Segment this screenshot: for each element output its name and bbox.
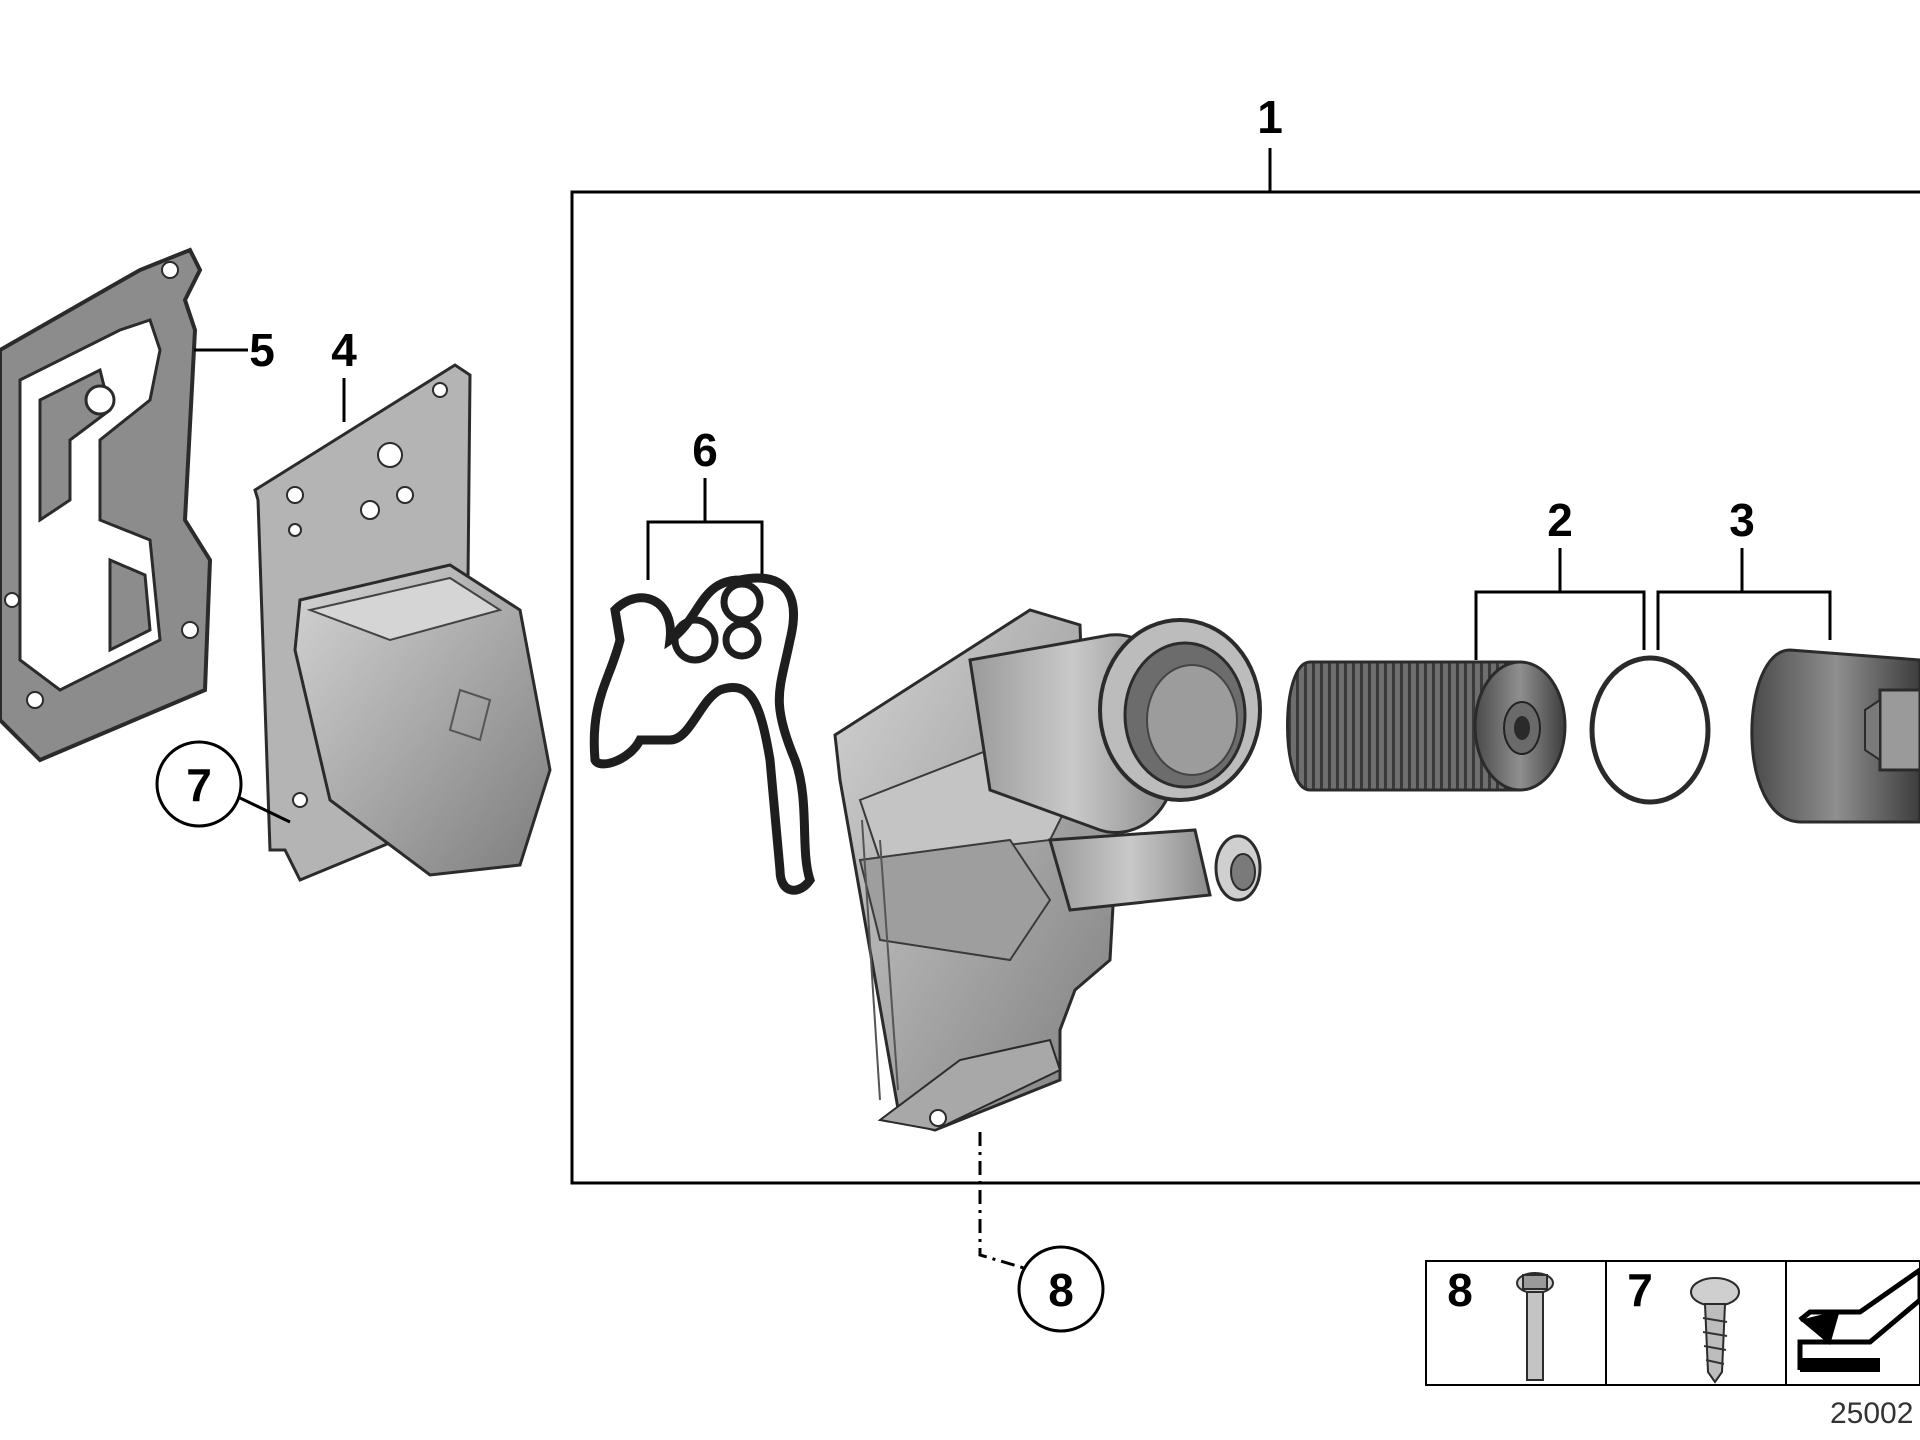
callout-7-circle: 7 — [155, 740, 291, 828]
bolt-icon — [1516, 1272, 1554, 1381]
callout-2: 2 — [1547, 494, 1573, 546]
callout-7: 7 — [186, 759, 212, 811]
oil-cooler: 4 — [253, 324, 552, 882]
callout-3: 3 — [1729, 494, 1755, 546]
assembly-frame: 1 — [570, 91, 1920, 1185]
legend-screw-label: 7 — [1627, 1264, 1653, 1316]
o-ring: 3 — [1589, 494, 1832, 805]
direction-arrow-icon — [1797, 1266, 1920, 1372]
callout-6: 6 — [692, 424, 718, 476]
screw-icon — [1690, 1277, 1740, 1384]
filter-housing — [833, 608, 1262, 1132]
fastener-legend: 8 7 — [1425, 1260, 1920, 1386]
callout-8-circle: 8 — [978, 1132, 1105, 1333]
reference-number: 25002 — [1830, 1397, 1913, 1430]
housing-gasket: 6 — [589, 424, 815, 895]
callout-8: 8 — [1048, 1264, 1074, 1316]
legend-bolt-label: 8 — [1447, 1264, 1473, 1316]
callout-5: 5 — [249, 324, 275, 376]
filter-element: 2 — [1286, 494, 1646, 792]
callout-1: 1 — [1257, 91, 1283, 143]
cooler-gasket: 5 — [0, 247, 275, 763]
callout-4: 4 — [331, 324, 357, 376]
filter-cap — [1750, 648, 1920, 824]
